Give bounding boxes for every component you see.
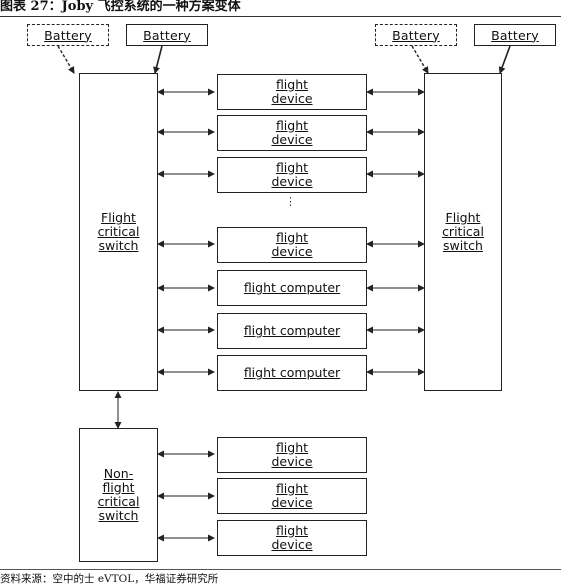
battery-right-primary: Battery — [474, 24, 556, 46]
bottom-links — [157, 450, 215, 542]
battery-feed-left-dashed — [57, 45, 75, 74]
figure-title: 图表 27：Joby 飞控系统的一种方案变体 — [0, 0, 241, 14]
left-links — [157, 88, 215, 376]
figure-source: 资料来源：空中的士 eVTOL，华福证券研究所 — [0, 573, 219, 585]
source-divider — [0, 569, 561, 570]
battery-feed-right-dashed — [411, 45, 429, 74]
flight-device-node-2: flight device — [217, 115, 367, 151]
flight-computer-node-2: flight computer — [217, 313, 367, 349]
flight-device-node-3: flight device — [217, 157, 367, 193]
title-divider — [0, 16, 561, 17]
flight-device-node-1: flight device — [217, 74, 367, 110]
flight-critical-switch-left: Flight critical switch — [79, 73, 158, 391]
battery-left-primary: Battery — [126, 24, 208, 46]
flight-computer-node-3: flight computer — [217, 355, 367, 391]
flight-critical-switch-right: Flight critical switch — [424, 73, 502, 391]
right-links — [366, 88, 425, 376]
flight-device-node-7: flight device — [217, 520, 367, 556]
flight-device-node-6: flight device — [217, 478, 367, 514]
battery-left-backup: Battery — [27, 24, 109, 46]
non-flight-critical-switch: Non-flight critical switch — [79, 428, 158, 562]
battery-feed-right-solid — [498, 45, 511, 74]
ellipsis-indicator: ⋮ — [285, 195, 296, 208]
battery-right-backup: Battery — [375, 24, 457, 46]
flight-device-node-5: flight device — [217, 437, 367, 473]
flight-computer-node-1: flight computer — [217, 270, 367, 306]
flight-device-node-4: flight device — [217, 227, 367, 263]
battery-feed-left-solid — [153, 45, 163, 74]
